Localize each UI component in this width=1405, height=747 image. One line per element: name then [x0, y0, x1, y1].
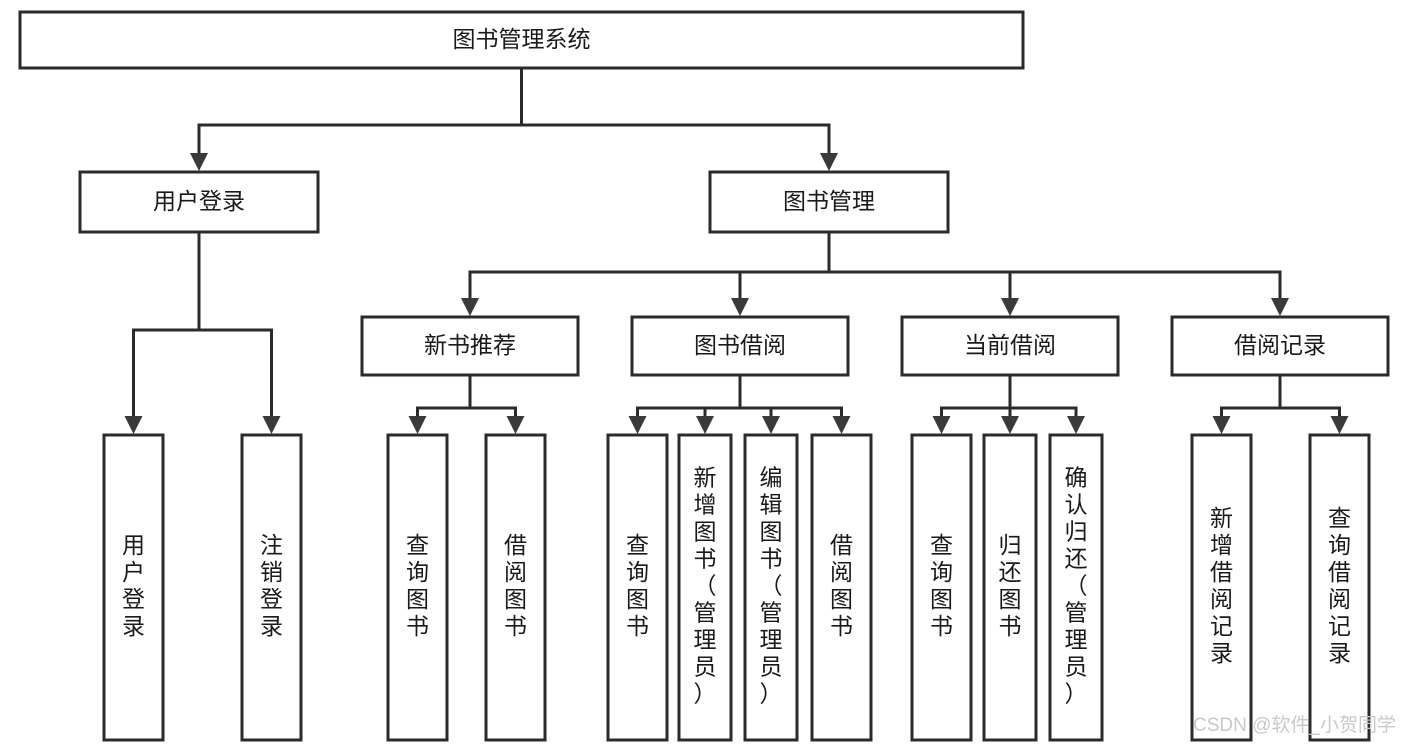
- node-box-leaf-add-book: [677, 433, 733, 742]
- arrow-icon-leaf-borrow-book-1: [506, 416, 525, 434]
- node-leaf-user-logout[interactable]: 注销登录: [240, 433, 303, 742]
- node-new-book-rec[interactable]: 新书推荐: [360, 315, 580, 377]
- node-label-leaf-edit-book: 编辑图书（管理员）: [760, 465, 783, 707]
- node-book-borrow[interactable]: 图书借阅: [630, 315, 850, 377]
- node-leaf-borrow-book-1[interactable]: 借阅图书: [484, 433, 547, 742]
- arrow-icon-leaf-return-book: [1001, 416, 1019, 434]
- node-leaf-borrow-book-2[interactable]: 借阅图书: [810, 433, 873, 742]
- node-box-root: [18, 10, 1025, 70]
- node-label-book-manage: 图书管理: [783, 188, 875, 214]
- arrow-icon-leaf-query-book-2: [628, 416, 647, 434]
- arrow-icon-borrow-record: [1271, 298, 1289, 316]
- node-label-root: 图书管理系统: [453, 26, 591, 52]
- node-label-leaf-add-record: 新增借阅记录: [1210, 505, 1233, 666]
- node-box-book-borrow: [630, 315, 850, 377]
- node-user-login[interactable]: 用户登录: [78, 170, 320, 234]
- arrow-icon-new-book-rec: [461, 298, 479, 316]
- node-label-leaf-query-book-2: 查询图书: [626, 532, 649, 639]
- node-label-current-borrow: 当前借阅: [964, 332, 1056, 358]
- node-box-leaf-query-book-2: [606, 433, 669, 742]
- node-box-leaf-borrow-book-2: [810, 433, 873, 742]
- node-label-leaf-query-book-1: 查询图书: [406, 532, 429, 639]
- arrow-icon-book-manage: [820, 153, 838, 171]
- nodes-layer: 图书管理系统用户登录图书管理新书推荐图书借阅当前借阅借阅记录用户登录注销登录查询…: [18, 10, 1390, 742]
- node-leaf-add-record[interactable]: 新增借阅记录: [1190, 433, 1253, 742]
- arrow-icon-leaf-borrow-book-2: [832, 416, 851, 434]
- arrow-icon-leaf-user-login: [124, 416, 143, 434]
- node-box-leaf-query-record: [1308, 433, 1371, 742]
- node-label-leaf-add-book: 新增图书（管理员）: [694, 465, 717, 707]
- node-leaf-return-book[interactable]: 归还图书: [982, 433, 1038, 742]
- arrow-icon-user-login: [190, 153, 208, 171]
- node-label-new-book-rec: 新书推荐: [424, 332, 516, 358]
- arrow-icon-leaf-query-record: [1330, 416, 1349, 434]
- node-box-leaf-confirm-return: [1048, 433, 1104, 742]
- node-borrow-record[interactable]: 借阅记录: [1170, 315, 1390, 377]
- node-label-leaf-user-login: 用户登录: [122, 532, 145, 639]
- node-leaf-query-book-3[interactable]: 查询图书: [910, 433, 973, 742]
- node-box-borrow-record: [1170, 315, 1390, 377]
- node-box-new-book-rec: [360, 315, 580, 377]
- connectors-layer: [124, 66, 1349, 434]
- arrow-icon-leaf-query-book-3: [932, 416, 951, 434]
- node-label-leaf-query-record: 查询借阅记录: [1328, 505, 1351, 666]
- node-leaf-edit-book[interactable]: 编辑图书（管理员）: [743, 433, 799, 742]
- node-label-user-login: 用户登录: [153, 188, 245, 214]
- node-box-leaf-query-book-1: [386, 433, 449, 742]
- node-box-book-manage: [708, 170, 950, 234]
- arrow-icon-leaf-user-logout: [262, 416, 281, 434]
- arrow-icon-leaf-add-record: [1212, 416, 1231, 434]
- node-leaf-add-book[interactable]: 新增图书（管理员）: [677, 433, 733, 742]
- node-leaf-query-book-2[interactable]: 查询图书: [606, 433, 669, 742]
- node-box-current-borrow: [900, 315, 1120, 377]
- node-leaf-query-record[interactable]: 查询借阅记录: [1308, 433, 1371, 742]
- node-leaf-confirm-return[interactable]: 确认归还（管理员）: [1048, 433, 1104, 742]
- node-box-leaf-query-book-3: [910, 433, 973, 742]
- node-box-leaf-edit-book: [743, 433, 799, 742]
- node-label-leaf-user-logout: 注销登录: [260, 532, 283, 639]
- node-book-manage[interactable]: 图书管理: [708, 170, 950, 234]
- node-root[interactable]: 图书管理系统: [18, 10, 1025, 70]
- node-leaf-query-book-1[interactable]: 查询图书: [386, 433, 449, 742]
- arrow-icon-leaf-add-book: [696, 416, 714, 434]
- node-label-leaf-return-book: 归还图书: [999, 532, 1022, 639]
- arrow-icon-leaf-query-book-1: [408, 416, 427, 434]
- node-box-leaf-borrow-book-1: [484, 433, 547, 742]
- node-label-leaf-borrow-book-2: 借阅图书: [830, 532, 853, 639]
- node-label-leaf-borrow-book-1: 借阅图书: [504, 532, 527, 639]
- node-box-leaf-add-record: [1190, 433, 1253, 742]
- node-leaf-user-login[interactable]: 用户登录: [102, 433, 165, 742]
- csdn-watermark: CSDN @软件_小贺同学: [1193, 714, 1396, 736]
- arrow-icon-current-borrow: [1001, 298, 1019, 316]
- node-current-borrow[interactable]: 当前借阅: [900, 315, 1120, 377]
- node-box-leaf-return-book: [982, 433, 1038, 742]
- node-box-user-login: [78, 170, 320, 234]
- node-label-leaf-confirm-return: 确认归还（管理员）: [1065, 465, 1088, 707]
- node-box-leaf-user-login: [102, 433, 165, 742]
- node-box-leaf-user-logout: [240, 433, 303, 742]
- arrow-icon-leaf-edit-book: [762, 416, 780, 434]
- node-label-leaf-query-book-3: 查询图书: [930, 532, 953, 639]
- arrow-icon-book-borrow: [731, 298, 749, 316]
- node-label-book-borrow: 图书借阅: [694, 332, 786, 358]
- node-label-borrow-record: 借阅记录: [1234, 332, 1326, 358]
- arrow-icon-leaf-confirm-return: [1067, 416, 1085, 434]
